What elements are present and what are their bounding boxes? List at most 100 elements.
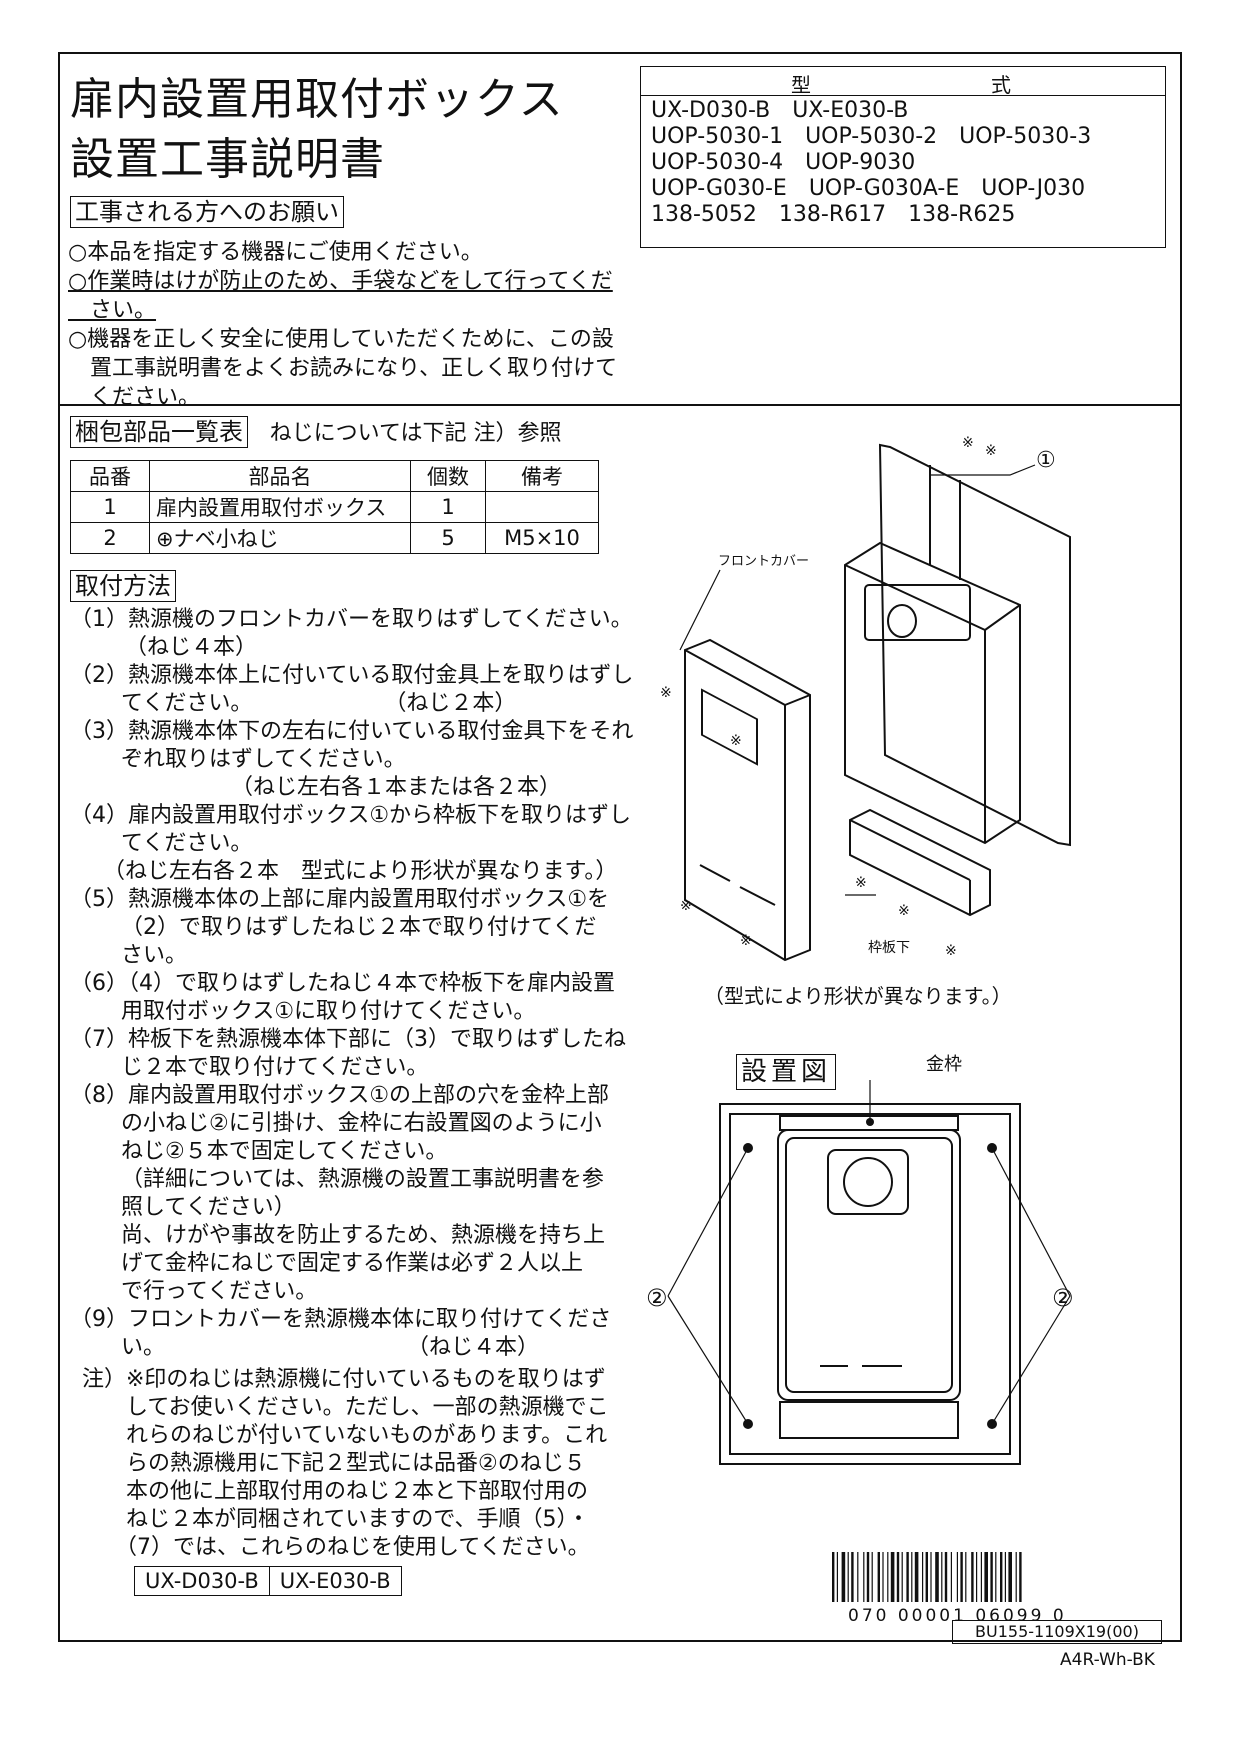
step-line: （ねじ左右各１本または各２本） (70, 775, 561, 800)
model-row: UOP-G030-E UOP-G030A-E UOP-J030 (651, 176, 1086, 201)
title-line-2: 設置工事説明書 (70, 134, 385, 185)
installation-diagram: ② ② (646, 1080, 1074, 1465)
step-line: 用取付ボックス①に取り付けてください。 (70, 999, 536, 1024)
step-line: （5）熱源機本体の上部に扉内設置用取付ボックス①を (70, 887, 610, 912)
doc-code: BU155-1109X19(00) (952, 1620, 1162, 1644)
barcode-bar (901, 1552, 903, 1602)
barcode-bar (935, 1552, 939, 1602)
step-line: の小ねじ②に引掛け、金枠に右設置図のように小 (70, 1111, 602, 1136)
cell: 扉内設置用取付ボックス (149, 491, 411, 523)
section-divider (58, 404, 1182, 406)
note-model: UX-D030-B (134, 1566, 270, 1596)
barcode-bar (960, 1552, 963, 1602)
svg-text:※: ※ (855, 875, 867, 891)
label-metal-frame: 金枠 (926, 1054, 962, 1075)
barcode-bar (925, 1552, 928, 1602)
barcode-bar (1019, 1552, 1022, 1602)
heater-outline (777, 1129, 961, 1401)
barcode-number: 070 00001 06099 0 (848, 1606, 1067, 1626)
barcode-bar (914, 1552, 919, 1602)
barcode-bar (911, 1552, 913, 1602)
parts-table-header: 品番 部品名 個数 備考 (70, 460, 599, 492)
mounting-box-panel (878, 443, 1071, 847)
cell: M5×10 (485, 522, 599, 554)
front-cover (684, 638, 811, 962)
exploded-view-diagram: フロントカバー 枠板下 ① ※※ ※※ ※※ ※※※ (660, 435, 1071, 962)
parts-table: 品番 部品名 個数 備考 1 扉内設置用取付ボックス 1 2 ⊕ナベ小ねじ 5 … (70, 460, 599, 554)
cell: 1 (70, 491, 150, 523)
step-line: 照してください） (70, 1195, 296, 1220)
barcode (832, 1552, 1022, 1602)
note-model: UX-E030-B (268, 1566, 402, 1596)
barcode-bar (836, 1552, 838, 1602)
lower-frame-plate (849, 808, 991, 917)
diagram-caption: （型式により形状が異なります。） (704, 984, 1012, 1008)
barcode-bar (906, 1552, 909, 1602)
model-row: UX-D030-B UX-E030-B (651, 98, 909, 123)
step-line: い。 （ねじ４本） (70, 1335, 539, 1360)
table-row: 1 扉内設置用取付ボックス 1 (70, 491, 599, 523)
model-row: 138-5052 138-R617 138-R625 (651, 202, 1016, 227)
barcode-bar (976, 1552, 978, 1602)
barcode-bar (1015, 1552, 1017, 1602)
svg-text:※: ※ (660, 685, 672, 701)
paper-code: A4R-Wh-BK (1060, 1650, 1155, 1670)
step-line: （詳細については、熱源機の設置工事説明書を参 (70, 1167, 604, 1192)
barcode-bar (980, 1552, 982, 1602)
step-line: さい。 (70, 943, 187, 968)
svg-text:※: ※ (962, 435, 974, 451)
barcode-bar (866, 1552, 870, 1602)
request-item: 置工事説明書をよくお読みになり、正しく取り付けて (68, 356, 618, 381)
svg-text:※: ※ (985, 443, 997, 459)
step-line: てください。 (70, 831, 253, 856)
barcode-bar (832, 1552, 835, 1602)
cell: ⊕ナベ小ねじ (149, 522, 411, 554)
note-line: 本の他に上部取付用のねじ２本と下部取付用の (82, 1479, 589, 1504)
barcode-bar (922, 1552, 924, 1602)
heater-body (844, 541, 1021, 845)
note-line: してお使いください。ただし、一部の熱源機でこ (82, 1395, 609, 1420)
title-line-1: 扉内設置用取付ボックス (70, 74, 564, 125)
barcode-bar (841, 1552, 846, 1602)
svg-text:※: ※ (740, 933, 752, 949)
step-line: てください。 （ねじ２本） (70, 691, 517, 716)
note-block: 注）※印のねじは熱源機に付いているものを取りはず してお使いください。ただし、一… (82, 1366, 609, 1562)
models-header-b: 式 (991, 73, 1011, 97)
request-heading: 工事される方へのお願い (70, 196, 344, 228)
col-header: 個数 (410, 460, 486, 492)
note-line: （7）では、これらのねじを使用してください。 (82, 1535, 590, 1560)
step-line: で行ってください。 (70, 1279, 318, 1304)
col-header: 部品名 (149, 460, 411, 492)
cell (485, 491, 599, 523)
barcode-bar (871, 1552, 873, 1602)
note-line: らの熱源機用に下記２型式には品番②のねじ５ (82, 1451, 586, 1476)
barcode-bar (887, 1552, 889, 1602)
step-line: じ２本で取り付けてください。 (70, 1055, 429, 1080)
barcode-bar (984, 1552, 988, 1602)
barcode-bar (851, 1552, 854, 1602)
barcode-bar (995, 1552, 997, 1602)
step-line: ねじ②５本で固定してください。 (70, 1139, 448, 1164)
step-line: げて金枠にねじで固定する作業は必ず２人以上 (70, 1251, 583, 1276)
method-heading: 取付方法 (70, 570, 176, 602)
request-list: ○本品を指定する機器にご使用ください。 ○作業時はけが防止のため、手袋などをして… (68, 238, 617, 412)
col-header: 品番 (70, 460, 150, 492)
install-diagram-title: 設置図 (736, 1054, 837, 1090)
label-part-2-right: ② (1052, 1284, 1074, 1312)
step-line: （8）扉内設置用取付ボックス①の上部の穴を金枠上部 (70, 1083, 610, 1108)
model-row: UOP-5030-1 UOP-5030-2 UOP-5030-3 (651, 124, 1092, 149)
barcode-bar (1004, 1552, 1006, 1602)
col-header: 備考 (485, 460, 599, 492)
step-line: （7）枠板下を熱源機本体下部に（3）で取りはずしたね (70, 1027, 626, 1052)
label-part-2-left: ② (646, 1284, 668, 1312)
cell: 2 (70, 522, 150, 554)
barcode-bar (971, 1552, 974, 1602)
note-line: 注）※印のねじは熱源機に付いているものを取りはず (82, 1367, 606, 1392)
models-header: 型 式 (641, 67, 1165, 97)
label-part-1: ① (1036, 448, 1056, 473)
step-line: （2）で取りはずしたねじ２本で取り付けてくだ (70, 915, 597, 940)
note-line: ねじ２本が同梱されていますので、手順（5）・ (82, 1507, 590, 1532)
request-item: ○作業時はけが防止のため、手袋などをして行ってくだ (68, 269, 613, 294)
note-line: れらのねじが付いていないものがあります。これ (82, 1423, 608, 1448)
barcode-bar (950, 1552, 952, 1602)
